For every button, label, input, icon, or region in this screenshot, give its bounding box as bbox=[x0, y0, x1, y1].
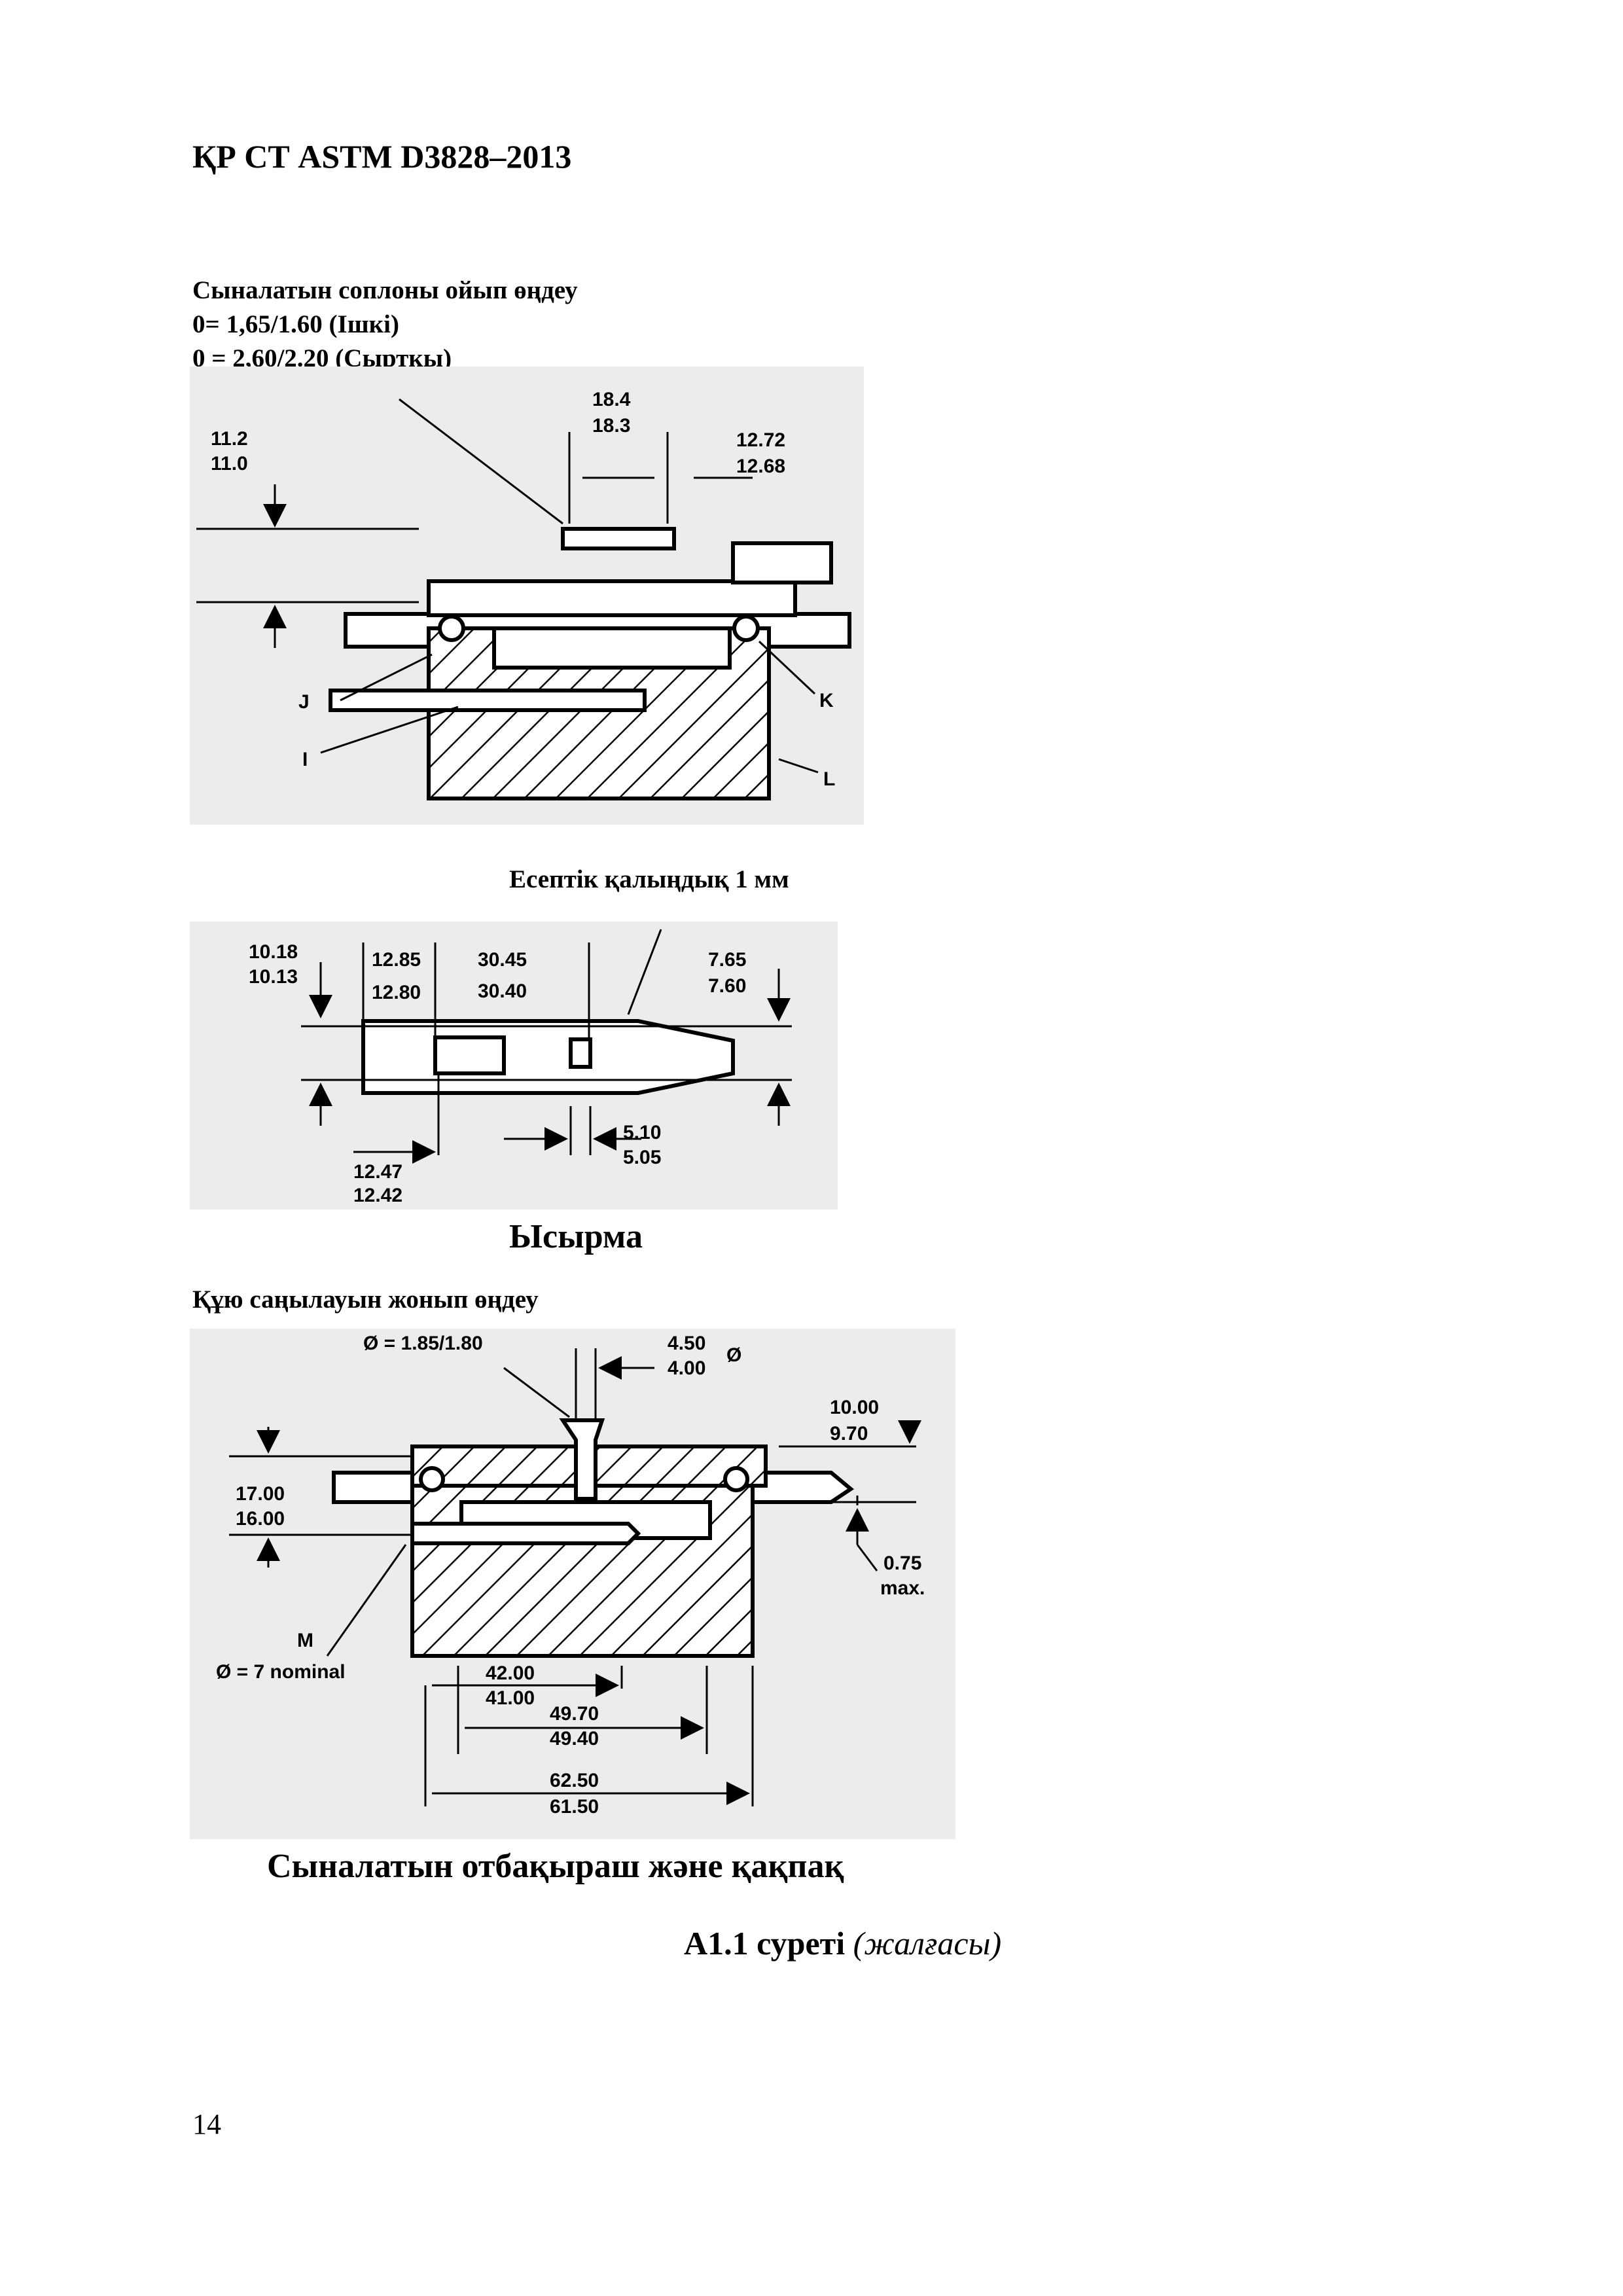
dim-diameter-symbol: Ø bbox=[726, 1344, 741, 1366]
dim-62-50: 62.50 bbox=[550, 1770, 599, 1791]
cup-cavity bbox=[492, 626, 732, 670]
dim-17-00: 17.00 bbox=[236, 1483, 285, 1505]
section3-caption: Құю саңылауын жонып өңдеу bbox=[192, 1285, 539, 1314]
nozzle-tip bbox=[561, 527, 676, 550]
label-nominal-diameter: Ø = 7 nominal bbox=[216, 1661, 346, 1683]
dim-12-47: 12.47 bbox=[353, 1161, 402, 1183]
section2-title: Ысырма bbox=[509, 1218, 643, 1255]
label-k: K bbox=[819, 690, 834, 711]
dim-49-40: 49.40 bbox=[550, 1728, 599, 1749]
dim-7-65: 7.65 bbox=[708, 949, 746, 971]
document-header: ҚР СТ ASTM D3828–2013 bbox=[192, 138, 572, 175]
slide-body bbox=[361, 1019, 735, 1095]
dim-11-2: 11.2 bbox=[211, 428, 248, 450]
dim-30-45: 30.45 bbox=[478, 949, 527, 971]
section2-caption: Есептік қалыңдық 1 мм bbox=[509, 865, 789, 893]
figure-label: А1.1 суреті bbox=[684, 1925, 846, 1962]
cup-lid-drawing: Ø = 1.85/1.80 4.50 4.00 Ø 10.00 9.70 17.… bbox=[190, 1329, 955, 1839]
figure-note: (жалғасы) bbox=[853, 1925, 1002, 1962]
dim-12-72: 12.72 bbox=[736, 429, 785, 451]
o-ring-right bbox=[732, 615, 760, 642]
dim-10-13: 10.13 bbox=[249, 966, 298, 988]
dim-7-60: 7.60 bbox=[708, 975, 746, 997]
label-l: L bbox=[823, 768, 835, 790]
nozzle-drawing: 18.4 18.3 12.72 12.68 11.2 11.0 J I K L bbox=[190, 367, 864, 825]
page-number: 14 bbox=[192, 2108, 221, 2140]
dim-diameter-1-85: Ø = 1.85/1.80 bbox=[363, 1333, 483, 1354]
section1-caption-line2: 0= 1,65/1.60 (Ішкі) bbox=[192, 310, 399, 338]
dim-18-3: 18.3 bbox=[592, 415, 630, 437]
dim-4-50: 4.50 bbox=[668, 1333, 705, 1354]
dim-4-00: 4.00 bbox=[668, 1357, 705, 1379]
dim-5-10: 5.10 bbox=[623, 1122, 661, 1143]
slide-slot-2 bbox=[569, 1037, 592, 1069]
o-ring-left-3 bbox=[419, 1466, 445, 1492]
label-i: I bbox=[302, 749, 308, 770]
dim-18-4: 18.4 bbox=[592, 389, 631, 410]
dim-49-70: 49.70 bbox=[550, 1703, 599, 1725]
dim-42-00: 42.00 bbox=[486, 1662, 535, 1684]
section1-caption-line1: Сыналатын соплоны ойып өңдеу bbox=[192, 276, 578, 304]
cup-lid bbox=[427, 579, 797, 617]
lid-handle bbox=[731, 541, 833, 584]
dim-12-42: 12.42 bbox=[353, 1185, 402, 1206]
dim-9-70: 9.70 bbox=[830, 1423, 868, 1444]
dim-0-75: 0.75 bbox=[883, 1552, 921, 1574]
dim-10-00: 10.00 bbox=[830, 1397, 879, 1418]
figure-caption: А1.1 суреті (жалғасы) bbox=[684, 1924, 1001, 1962]
dim-30-40: 30.40 bbox=[478, 980, 527, 1002]
dim-12-68: 12.68 bbox=[736, 456, 785, 477]
dim-10-18: 10.18 bbox=[249, 941, 298, 963]
o-ring-right-3 bbox=[723, 1466, 749, 1492]
dim-12-85: 12.85 bbox=[372, 949, 421, 971]
dim-11-0: 11.0 bbox=[211, 453, 248, 475]
section3-title: Сыналатын отбақыраш және қақпақ bbox=[267, 1848, 844, 1885]
probe-rod bbox=[329, 689, 647, 712]
slide-drawing: 10.18 10.13 12.85 12.80 30.45 30.40 7.65… bbox=[190, 922, 838, 1210]
o-ring-left bbox=[438, 615, 465, 642]
slide-slot-1 bbox=[433, 1035, 506, 1075]
probe-hole bbox=[410, 1522, 641, 1545]
dim-61-50: 61.50 bbox=[550, 1796, 599, 1818]
label-m: M bbox=[297, 1630, 313, 1651]
label-j: J bbox=[298, 691, 310, 713]
filling-port bbox=[559, 1418, 605, 1501]
dim-12-80: 12.80 bbox=[372, 982, 421, 1003]
dim-41-00: 41.00 bbox=[486, 1687, 535, 1709]
dim-5-05: 5.05 bbox=[623, 1147, 661, 1168]
dim-max: max. bbox=[880, 1577, 925, 1599]
dim-16-00: 16.00 bbox=[236, 1508, 285, 1530]
